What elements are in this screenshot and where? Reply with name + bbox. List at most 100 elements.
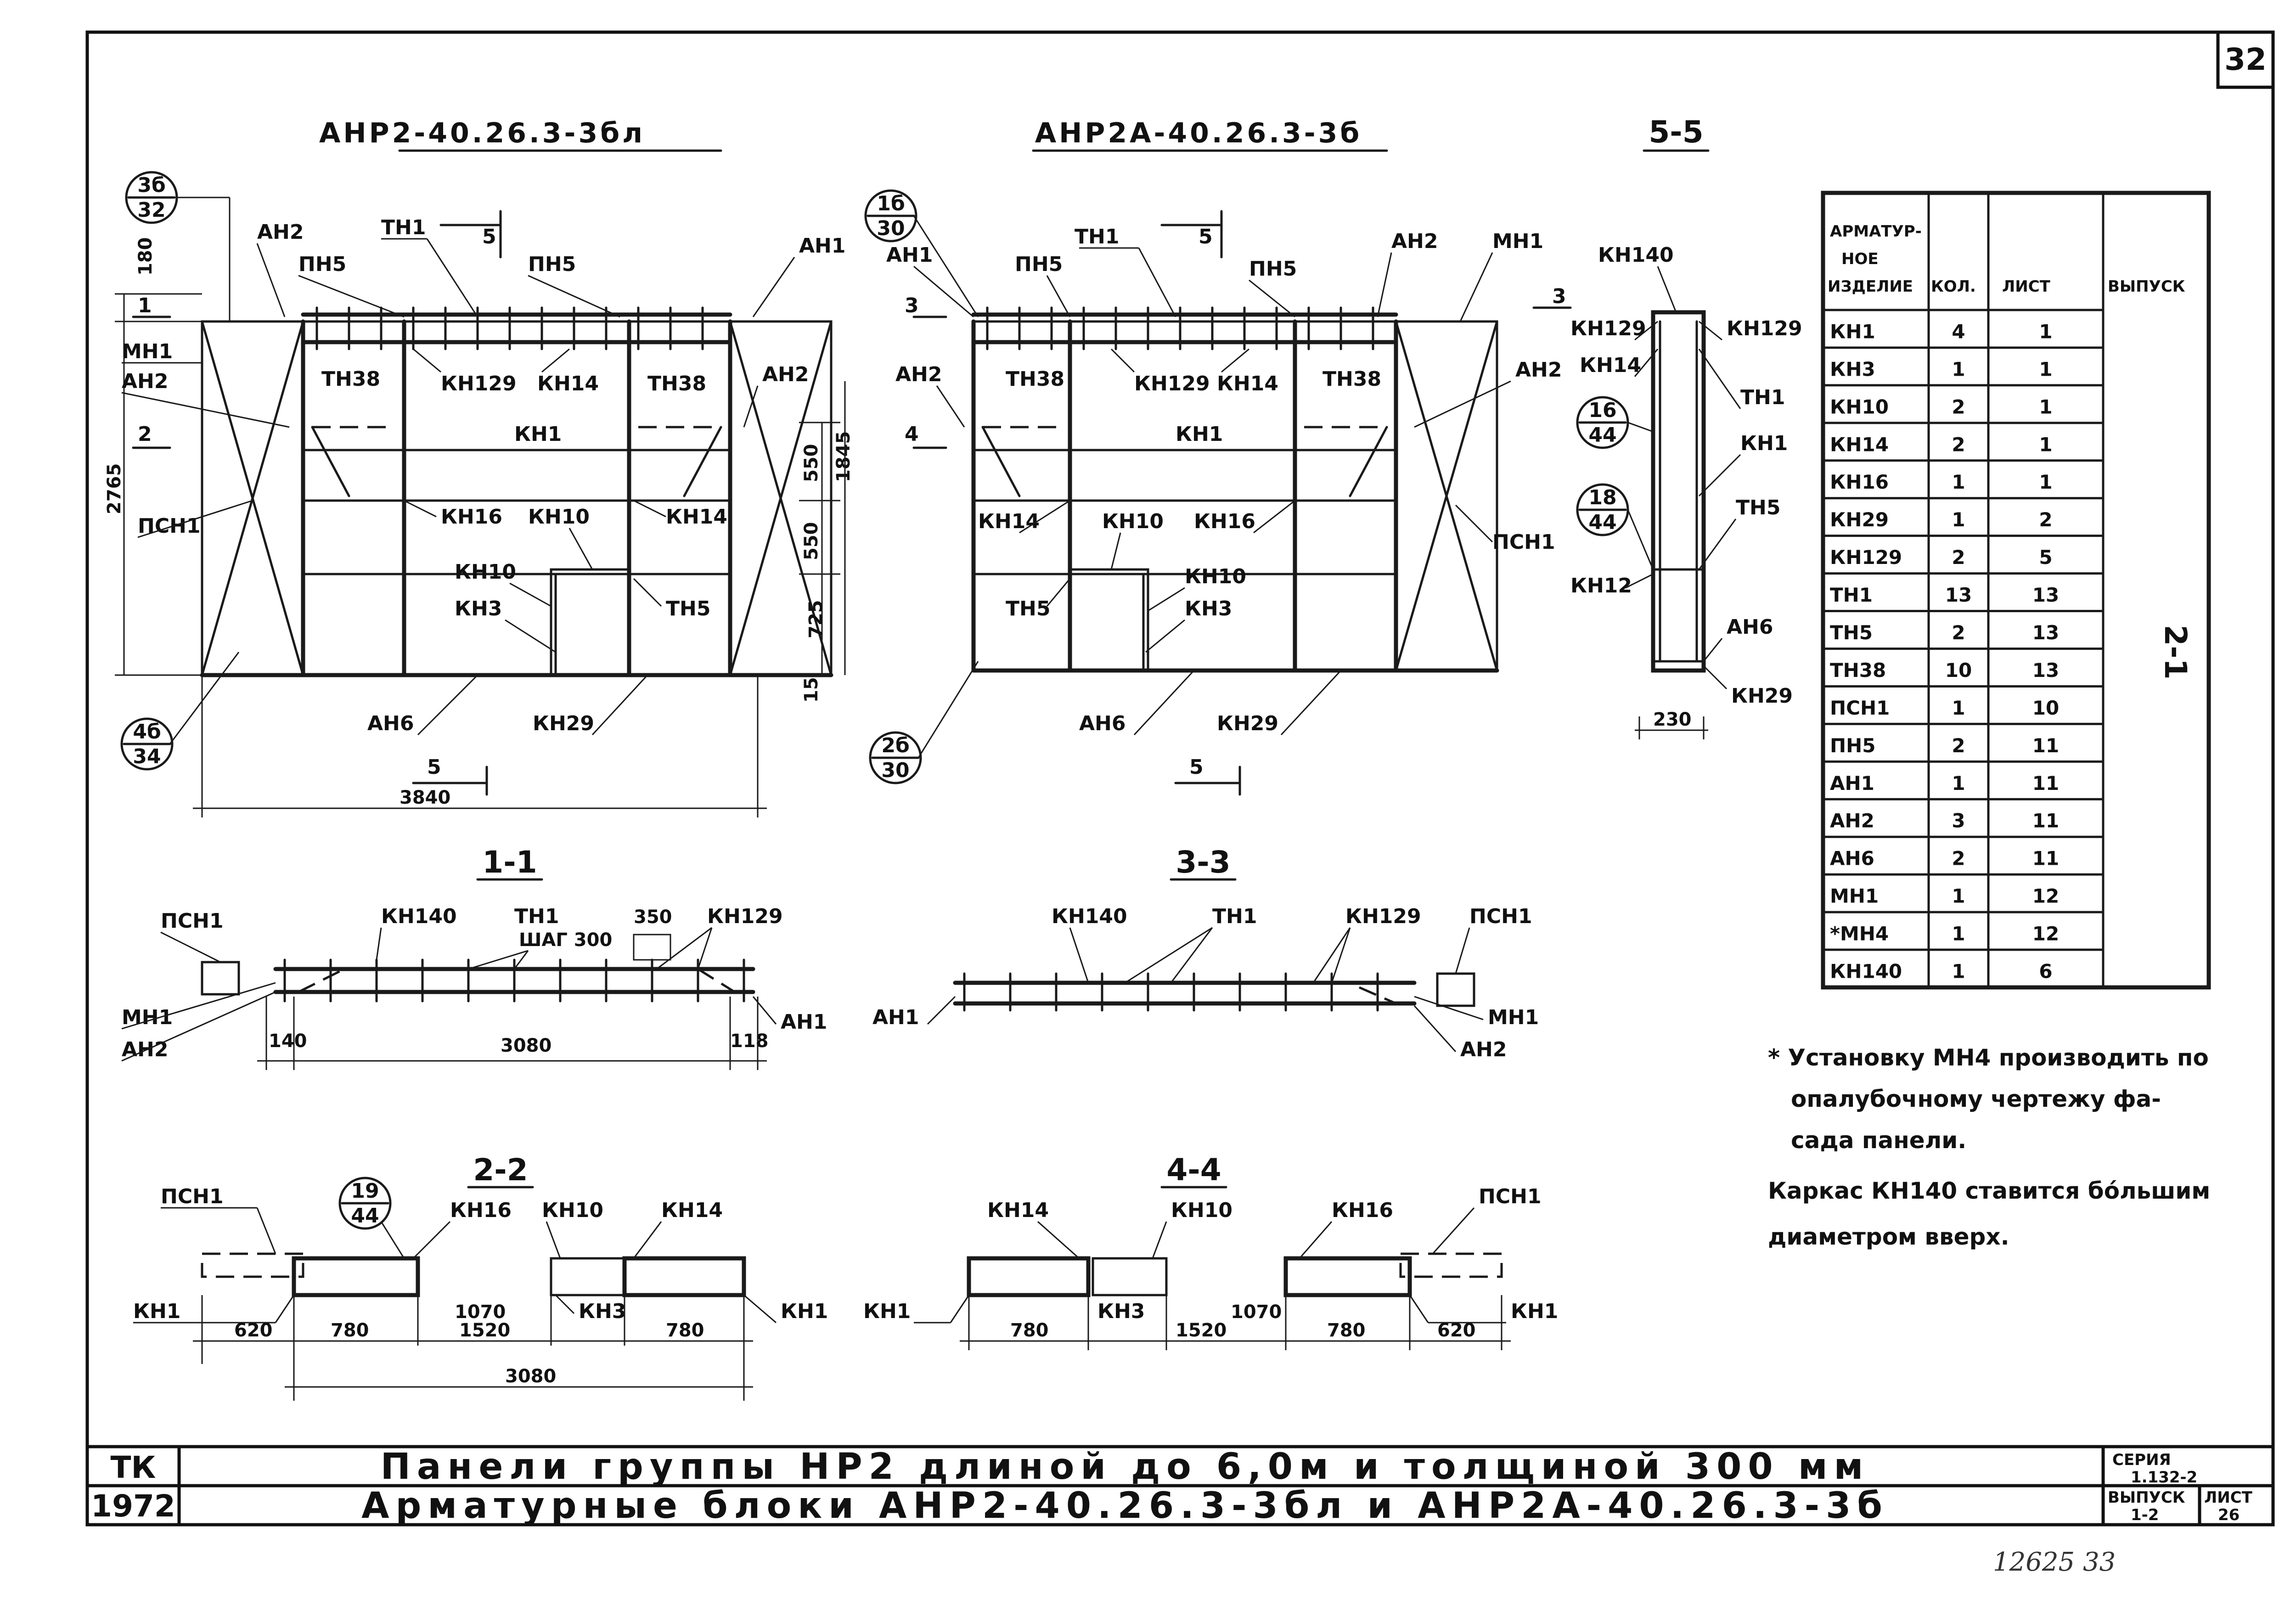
svg-text:КН10: КН10 xyxy=(455,560,516,584)
svg-text:КН14: КН14 xyxy=(537,372,599,395)
title-block: ТК 1972 Панели группы НР2 длиной до 6,0м… xyxy=(87,1445,2273,1527)
callout-19-44 xyxy=(338,1177,392,1230)
svg-text:КН29: КН29 xyxy=(1217,712,1278,735)
note-line-5: диаметром вверх. xyxy=(1768,1223,2009,1250)
dim-3840: 3840 xyxy=(400,787,450,808)
svg-text:АН2: АН2 xyxy=(257,220,304,244)
sheet-number-box xyxy=(2216,30,2275,89)
tb-series-value: 1.132-2 xyxy=(2131,1468,2197,1487)
spec-cell-item: КН129 xyxy=(1830,546,1902,569)
svg-text:ПСН1: ПСН1 xyxy=(1469,905,1532,928)
svg-text:ПН5: ПН5 xyxy=(1249,257,1297,281)
spec-cell-sheet: 12 xyxy=(2032,923,2059,945)
spec-cell-sheet: 5 xyxy=(2039,546,2052,569)
spec-cell-sheet: 11 xyxy=(2032,734,2059,757)
elevation-right-title: АНР2А-40.26.3-3б xyxy=(1035,117,1362,149)
spec-cell-qty: 1 xyxy=(1952,697,1965,719)
spec-cell-qty: 2 xyxy=(1952,395,1965,418)
spec-cell-sheet: 11 xyxy=(2032,847,2059,870)
svg-text:1070: 1070 xyxy=(1231,1302,1282,1323)
svg-text:КН10: КН10 xyxy=(542,1199,603,1222)
svg-text:ТН5: ТН5 xyxy=(1736,496,1780,519)
svg-text:620: 620 xyxy=(234,1320,273,1341)
section-1-1: 1-1 ПСН1 КН140 ТН1 ШАГ 300 350 КН129 xyxy=(121,845,827,1070)
svg-text:КН129: КН129 xyxy=(707,905,783,928)
dim-15: 15 xyxy=(801,677,822,703)
svg-text:КН129: КН129 xyxy=(1134,372,1210,395)
svg-text:АН1: АН1 xyxy=(886,243,933,267)
spec-cell-sheet: 1 xyxy=(2039,395,2052,418)
sheet-number: 32 xyxy=(2224,42,2267,77)
svg-text:ТН38: ТН38 xyxy=(647,372,706,395)
svg-text:1520: 1520 xyxy=(459,1320,510,1341)
svg-text:КН129: КН129 xyxy=(1570,317,1646,340)
svg-text:КН14: КН14 xyxy=(661,1199,723,1222)
spec-cell-sheet: 13 xyxy=(2032,584,2059,606)
spec-cell-sheet: 1 xyxy=(2039,433,2052,456)
svg-text:ТН5: ТН5 xyxy=(1006,597,1050,620)
spec-cell-qty: 1 xyxy=(1952,358,1965,380)
svg-text:КН1: КН1 xyxy=(1740,432,1788,455)
svg-text:КН14: КН14 xyxy=(1217,372,1278,395)
svg-text:ПСН1: ПСН1 xyxy=(161,909,224,933)
svg-text:КН1: КН1 xyxy=(1511,1300,1558,1323)
spec-cell-qty: 3 xyxy=(1952,810,1965,832)
spec-cell-item: КН140 xyxy=(1830,960,1902,983)
svg-text:118: 118 xyxy=(730,1031,769,1052)
svg-text:АН2: АН2 xyxy=(895,363,942,386)
spec-cell-qty: 10 xyxy=(1945,659,1972,682)
cut-5-bottom: 5 xyxy=(427,755,441,779)
svg-text:КН1: КН1 xyxy=(1176,423,1223,446)
svg-text:ШАГ 300: ШАГ 300 xyxy=(519,930,612,951)
svg-text:КН140: КН140 xyxy=(1052,905,1127,928)
svg-text:350: 350 xyxy=(634,907,672,928)
svg-text:ПН5: ПН5 xyxy=(1015,253,1063,276)
svg-text:АН2: АН2 xyxy=(762,363,809,386)
spec-cell-item: КН1 xyxy=(1830,320,1875,343)
svg-text:ТН1: ТН1 xyxy=(381,216,426,239)
svg-text:АН6: АН6 xyxy=(1727,615,1773,639)
tb-org: ТК xyxy=(111,1450,156,1485)
tb-year: 1972 xyxy=(91,1488,175,1524)
callout-2b-30 xyxy=(869,731,922,784)
svg-text:КН10: КН10 xyxy=(1185,565,1246,588)
svg-text:КН1: КН1 xyxy=(863,1300,911,1323)
spec-header-1c: ИЗДЕЛИЕ xyxy=(1828,277,1913,296)
handwritten-number: 12625 33 xyxy=(1993,1547,2116,1577)
svg-text:3-3: 3-3 xyxy=(1176,845,1230,880)
svg-text:1б: 1б xyxy=(877,192,905,215)
svg-text:ТН38: ТН38 xyxy=(1322,367,1381,391)
spec-cell-item: АН1 xyxy=(1830,772,1874,795)
svg-text:КН129: КН129 xyxy=(441,372,517,395)
svg-text:780: 780 xyxy=(1327,1320,1366,1341)
spec-cell-sheet: 2 xyxy=(2039,508,2052,531)
svg-text:32: 32 xyxy=(137,198,165,222)
dim-180: 180 xyxy=(135,237,156,276)
cut-2: 2 xyxy=(138,423,152,446)
svg-text:КН14: КН14 xyxy=(978,510,1040,533)
svg-text:780: 780 xyxy=(666,1320,704,1341)
svg-text:КН3: КН3 xyxy=(455,597,502,620)
tb-sheet-label: ЛИСТ xyxy=(2204,1488,2253,1507)
tb-issue-label: ВЫПУСК xyxy=(2108,1488,2185,1507)
spec-cell-qty: 4 xyxy=(1952,320,1965,343)
spec-cell-item: МН1 xyxy=(1830,885,1879,907)
svg-text:АН6: АН6 xyxy=(367,712,414,735)
spec-cell-item: ТН38 xyxy=(1830,659,1886,682)
svg-text:КН129: КН129 xyxy=(1345,905,1421,928)
elevation-left: 180 2765 550 550 725 15 1845 3840 5 5 1 … xyxy=(104,171,854,817)
svg-text:АН2: АН2 xyxy=(122,370,169,393)
svg-text:44: 44 xyxy=(1588,511,1616,534)
dim-725: 725 xyxy=(805,600,827,639)
spec-cell-sheet: 1 xyxy=(2039,471,2052,493)
cut-5-top: 5 xyxy=(482,225,496,248)
dim-550b: 550 xyxy=(801,522,822,561)
elevation-right: 5 5 3 4 3 1б 30 2б 30 АН1 ПН5 ТН1 ПН5 АН… xyxy=(864,189,1572,796)
svg-text:44: 44 xyxy=(1588,423,1616,447)
spec-cell-qty: 2 xyxy=(1952,546,1965,569)
svg-text:2б: 2б xyxy=(881,734,909,757)
spec-cell-item: ТН5 xyxy=(1830,621,1873,644)
svg-text:КН129: КН129 xyxy=(1727,317,1802,340)
tb-series-label: СЕРИЯ xyxy=(2112,1451,2171,1469)
